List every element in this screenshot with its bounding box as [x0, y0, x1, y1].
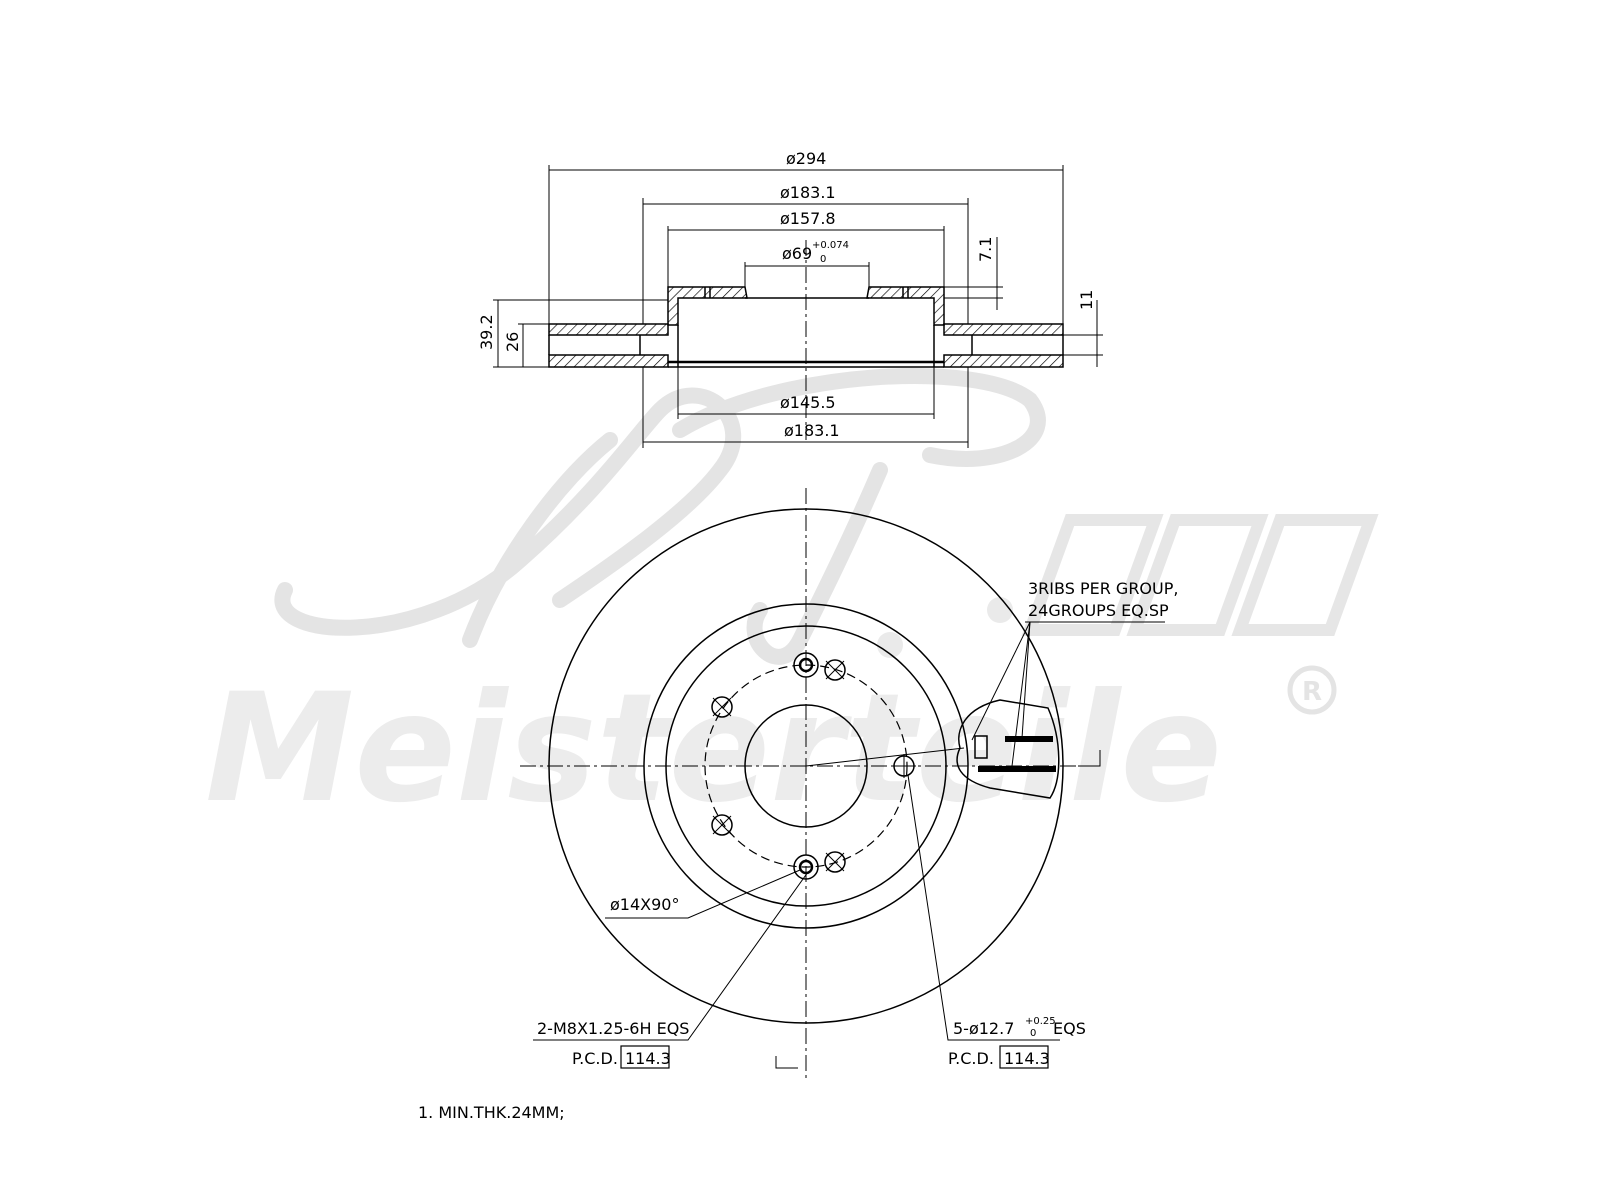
bolt-holes-tol-upper: +0.25 [1025, 1016, 1056, 1027]
thread-holes-label: 2-M8X1.25-6H EQS [537, 1019, 689, 1038]
dim-center-bore: ø69 [782, 244, 812, 263]
leader-line [1021, 621, 1031, 739]
upper-plate-left [548, 323, 669, 336]
threaded-hole [793, 854, 819, 880]
detail-radial-line [805, 747, 965, 767]
ribs-note-line1: 3RIBS PER GROUP, [1028, 579, 1178, 598]
bolt-hole [824, 659, 846, 681]
threaded-hole [793, 652, 819, 678]
leader-line [605, 869, 801, 919]
bolt-pcd-box [999, 1045, 1049, 1069]
thread-pcd-value: 114.3 [625, 1049, 671, 1068]
leader-line [971, 621, 1031, 741]
bolt-holes-suffix: EQS [1053, 1019, 1086, 1038]
hat-outer-edge [643, 603, 969, 929]
dim-overall-diameter: ø294 [786, 149, 826, 168]
center-bore [744, 704, 868, 828]
dim-bottom-inner: ø145.5 [780, 393, 836, 412]
leader-line [533, 871, 809, 1041]
dim-center-bore-tol-upper: +0.074 [812, 240, 849, 251]
bolt-hole [711, 814, 733, 836]
section-view: ø294 ø183.1 ø157.8 ø69 +0.074 0 7.1 11 3… [477, 149, 1103, 448]
leader-line [1011, 621, 1031, 767]
registered-mark-icon [1287, 665, 1337, 715]
section-marker-icon [1078, 750, 1101, 767]
thread-pcd-label: P.C.D. [572, 1049, 618, 1068]
watermark-dot [987, 597, 1013, 623]
upper-plate-right [943, 323, 1064, 336]
bolt-holes-prefix: 5-ø12.7 [953, 1019, 1014, 1038]
bolt-holes-tol-lower: 0 [1030, 1028, 1036, 1039]
dim-total-height: 39.2 [477, 314, 496, 350]
watermark-dot [877, 632, 903, 658]
bolt-hole [711, 696, 733, 718]
hat-inner-edge [665, 625, 947, 907]
registered-mark: R [1302, 677, 1322, 707]
dim-friction-plate: 11 [1077, 290, 1096, 310]
lower-plate-right [943, 354, 1064, 368]
note-min-thickness: 1. MIN.THK.24MM; [418, 1103, 565, 1122]
watermark-stripes [1021, 514, 1379, 636]
leader-line [907, 774, 1060, 1041]
watermark-swoosh-2 [672, 368, 1046, 665]
countersink-label: ø14X90° [610, 895, 679, 914]
lower-plate-left [548, 354, 669, 368]
dim-disc-thickness: 26 [503, 332, 522, 352]
ribs-note-line2: 24GROUPS EQ.SP [1028, 601, 1169, 620]
section-marker-icon [775, 1056, 798, 1069]
dim-top-hat-outer: ø183.1 [780, 183, 836, 202]
watermark-swoosh [274, 387, 741, 648]
bolt-pcd-value: 114.3 [1004, 1049, 1050, 1068]
rib-detail [956, 699, 1060, 799]
thread-pcd-box [620, 1045, 670, 1069]
plan-view: 3RIBS PER GROUP, 24GROUPS EQ.SP ø14X90° … [520, 488, 1178, 1080]
dim-center-bore-tol-lower: 0 [820, 254, 826, 265]
disc-outer-edge [548, 508, 1064, 1024]
hat-top-left [667, 286, 748, 326]
bolt-pcd-label: P.C.D. [948, 1049, 994, 1068]
dim-bottom-outer: ø183.1 [784, 421, 840, 440]
dim-top-hat-inner: ø157.8 [780, 209, 836, 228]
watermark: Meisterteile R [205, 368, 1379, 836]
bolt-hole [892, 754, 916, 778]
dim-hat-top-thickness: 7.1 [976, 237, 995, 262]
watermark-brand-text: Meisterteile [205, 662, 1222, 836]
hat-top-right [866, 286, 945, 326]
bolt-hole [824, 851, 846, 873]
